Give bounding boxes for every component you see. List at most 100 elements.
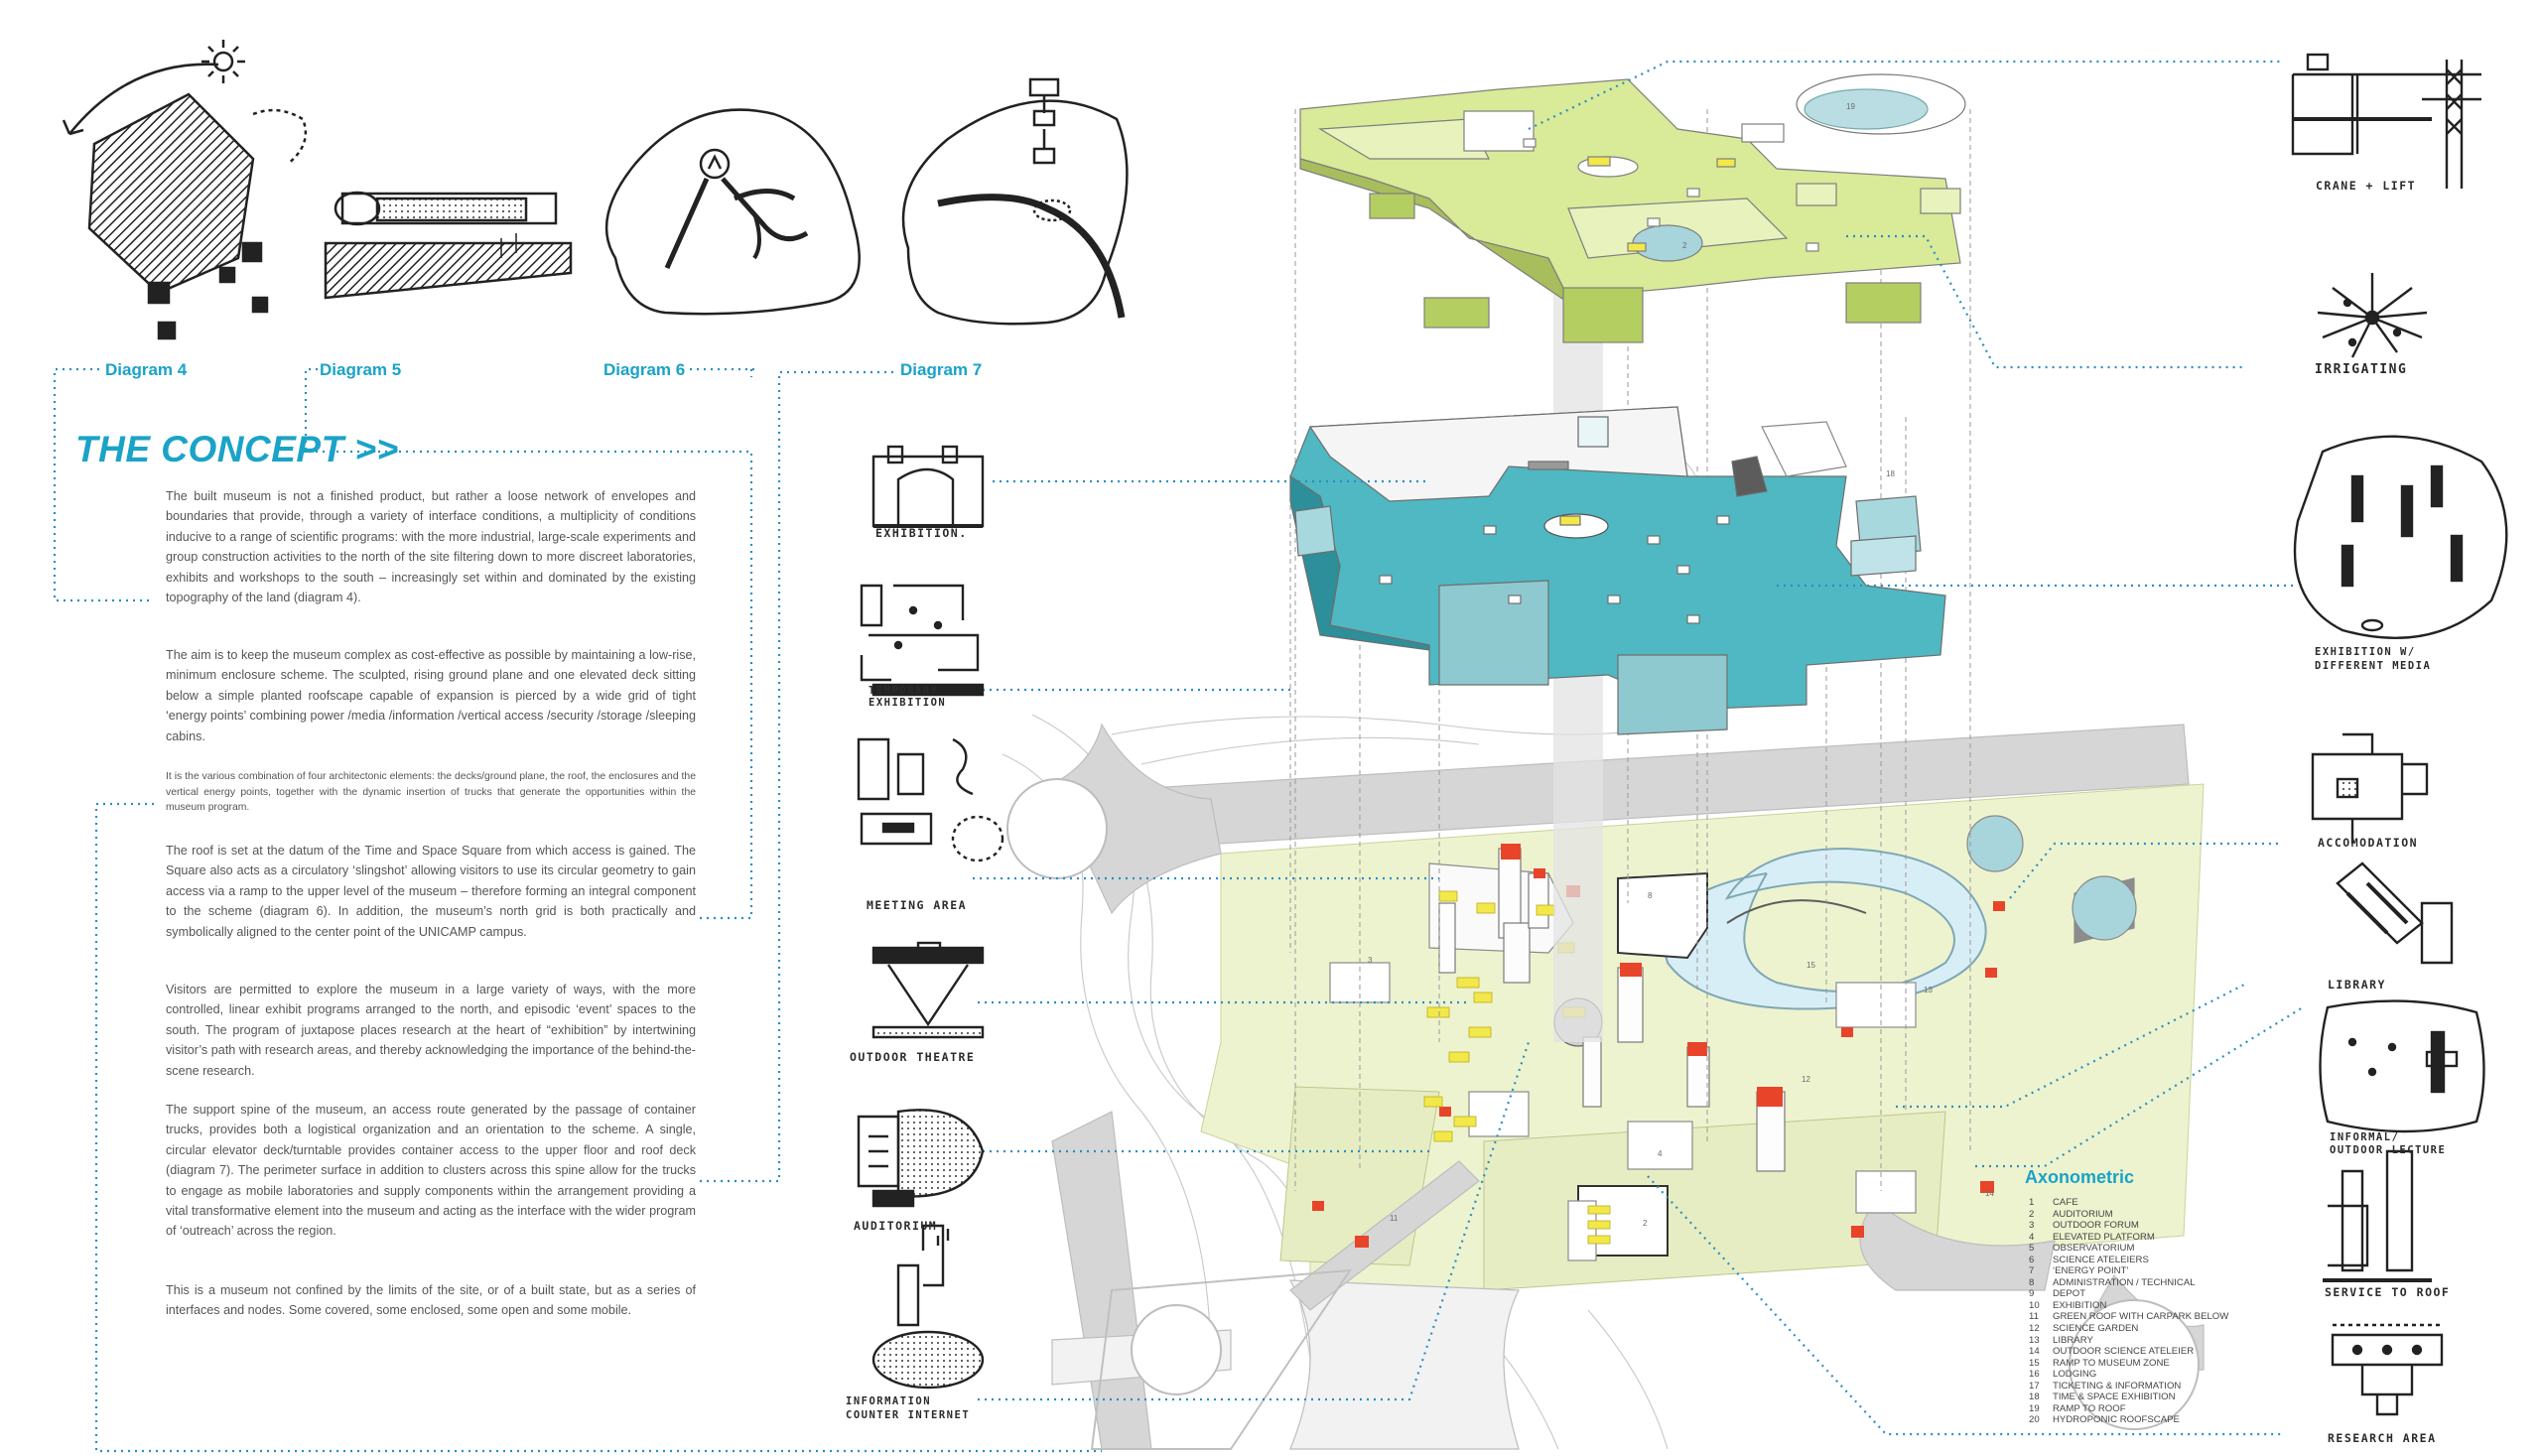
- temporary-exhibition-sketch: [860, 584, 985, 697]
- legend-item-number: 11: [2029, 1311, 2039, 1323]
- concept-title: THE CONCEPT >>: [75, 429, 399, 469]
- legend-item-number: 17: [2029, 1380, 2040, 1391]
- exhibition-media-sketch: [2293, 435, 2508, 640]
- diagram-4-sketch: [62, 40, 308, 340]
- sketch-label-service-to-roof: SERVICE TO ROOF: [2325, 1285, 2451, 1299]
- sketch-label-temporary-exhibition: TEMPORARY EXHIBITION: [869, 685, 947, 709]
- information-counter-sketch: [871, 1224, 985, 1390]
- diagram-labels: Diagram 4 Diagram 5 Diagram 6 Diagram 7: [105, 360, 982, 379]
- legend-item: 7 ‘ENERGY POINT’: [2029, 1265, 2228, 1277]
- legend-item-text: LIBRARY: [2053, 1334, 2093, 1346]
- diagram-label: Diagram 6: [603, 360, 685, 379]
- legend-item-text: OUTDOOR FORUM: [2053, 1220, 2139, 1232]
- outdoor-theatre-sketch: [871, 941, 985, 1039]
- svg-text:2: 2: [1643, 1219, 1648, 1228]
- legend-item-number: 1: [2029, 1197, 2035, 1208]
- legend-item-number: 5: [2029, 1243, 2035, 1255]
- legend-item-number: 18: [2029, 1391, 2040, 1403]
- left-sketch-icons: [857, 445, 1004, 1390]
- svg-text:2: 2: [1682, 241, 1687, 250]
- sketch-label-information-counter: INFORMATION COUNTER INTERNET: [846, 1395, 971, 1421]
- svg-text:3: 3: [1368, 956, 1373, 965]
- irrigating-sketch: [2317, 273, 2428, 358]
- svg-text:8: 8: [1648, 891, 1653, 900]
- sketch-label-research-area: RESEARCH AREA: [2328, 1431, 2437, 1445]
- legend-item-text: AUDITORIUM: [2053, 1208, 2113, 1220]
- concept-paragraph: The built museum is not a finished produ…: [166, 489, 696, 605]
- diagram-label: Diagram 5: [320, 360, 401, 379]
- legend-item: 15 RAMP TO MUSEUM ZONE: [2029, 1358, 2228, 1370]
- auditorium-sketch: [857, 1109, 985, 1208]
- informal-outdoor-lecture-sketch: [2319, 999, 2485, 1133]
- legend-item-number: 13: [2029, 1334, 2040, 1346]
- legend-item-text: ADMINISTRATION / TECHNICAL: [2053, 1276, 2196, 1288]
- legend-item-number: 12: [2029, 1323, 2040, 1335]
- legend-item: 17 TICKETING & INFORMATION: [2029, 1381, 2228, 1392]
- legend-item-text: LODGING: [2053, 1369, 2097, 1381]
- legend-item-text: OBSERVATORIUM: [2053, 1243, 2135, 1255]
- legend-item: 5 OBSERVATORIUM: [2029, 1243, 2228, 1255]
- legend-item-number: 20: [2029, 1414, 2040, 1426]
- legend-item-number: 7: [2029, 1265, 2035, 1277]
- legend-item-number: 4: [2029, 1231, 2035, 1243]
- legend-item-number: 9: [2029, 1288, 2035, 1300]
- concept-paragraph: The aim is to keep the museum complex as…: [166, 648, 696, 743]
- legend-item-text: TICKETING & INFORMATION: [2053, 1380, 2182, 1391]
- service-to-roof-sketch: [2323, 1149, 2432, 1282]
- legend-item-number: 6: [2029, 1254, 2035, 1265]
- svg-text:4: 4: [1658, 1149, 1663, 1158]
- sketch-label-crane-lift: CRANE + LIFT: [2316, 179, 2417, 193]
- legend-item-text: ELEVATED PLATFORM: [2053, 1231, 2155, 1243]
- roads: [1051, 723, 2205, 1450]
- legend-item-text: RAMP TO ROOF: [2053, 1402, 2126, 1414]
- legend-item-text: GREEN ROOF WITH CARPARK BELOW: [2053, 1311, 2229, 1323]
- legend-item-number: 19: [2029, 1402, 2040, 1414]
- sketch-label-meeting-area: MEETING AREA: [867, 898, 968, 912]
- svg-text:13: 13: [1924, 986, 1933, 994]
- diagram-6-sketch: [604, 108, 861, 316]
- legend-item-text: OUTDOOR SCIENCE ATELEIER: [2053, 1346, 2195, 1358]
- legend-item-text: DEPOT: [2053, 1288, 2086, 1300]
- legend-item: 20 HYDROPONIC ROOFSCAPE: [2029, 1414, 2228, 1426]
- svg-text:14: 14: [1985, 1189, 1994, 1198]
- crane-lift-sketch: [2291, 53, 2481, 189]
- concept-paragraph: It is the various combination of four ar…: [166, 771, 696, 813]
- sketch-leaders: [973, 60, 2304, 1436]
- green-roofscape: [1299, 73, 1966, 343]
- legend-item-number: 16: [2029, 1369, 2040, 1381]
- legend-item-number: 15: [2029, 1357, 2040, 1369]
- exhibition-sketch: [871, 445, 985, 528]
- legend-item: 9 DEPOT: [2029, 1288, 2228, 1300]
- legend-item-text: ‘ENERGY POINT’: [2053, 1265, 2129, 1277]
- diagram-5-sketch: [324, 191, 573, 300]
- legend-item-text: TIME & SPACE EXHIBITION: [2053, 1391, 2176, 1403]
- concept-paragraph: The support spine of the museum, an acce…: [166, 1103, 696, 1239]
- legend-item-text: HYDROPONIC ROOFSCAPE: [2053, 1414, 2180, 1426]
- right-sketch-icons: [2291, 53, 2508, 1416]
- roundabout: [1131, 1304, 1222, 1395]
- legend-item-number: 10: [2029, 1299, 2040, 1311]
- sketch-label-auditorium: AUDITORIUM: [854, 1219, 938, 1233]
- legend-item: 11 GREEN ROOF WITH CARPARK BELOW: [2029, 1311, 2228, 1323]
- tower-buildings: [1438, 848, 1786, 1172]
- accomodation-sketch: [2311, 732, 2429, 844]
- legend-item-number: 14: [2029, 1346, 2040, 1358]
- legend-item: 4 ELEVATED PLATFORM: [2029, 1232, 2228, 1244]
- svg-text:15: 15: [1806, 961, 1815, 970]
- legend-item: 19 RAMP TO ROOF: [2029, 1403, 2228, 1415]
- sketch-label-exhibition-media: EXHIBITION W/ DIFFERENT MEDIA: [2315, 646, 2432, 672]
- legend-item: 16 LODGING: [2029, 1369, 2228, 1381]
- sketch-label-informal-lecture: INFORMAL/ OUTDOOR LECTURE: [2330, 1131, 2447, 1156]
- meeting-area-sketch: [857, 737, 1004, 862]
- legend-item: 13 LIBRARY: [2029, 1335, 2228, 1347]
- legend-item-text: RAMP TO MUSEUM ZONE: [2053, 1357, 2170, 1369]
- svg-text:18: 18: [1886, 469, 1895, 478]
